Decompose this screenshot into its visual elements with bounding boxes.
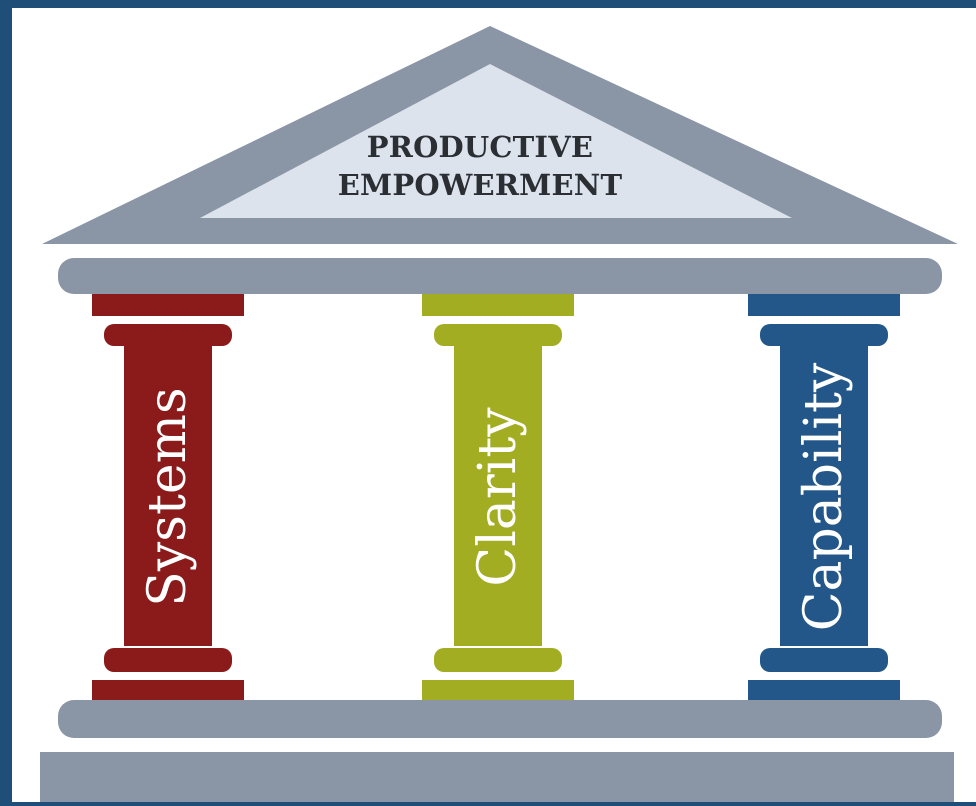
pillar-clarity [422, 294, 574, 702]
foundation-block [40, 752, 954, 802]
title-line-1: PRODUCTIVE [366, 130, 594, 164]
pillar-systems-base-ring [104, 648, 232, 672]
pillar-clarity-shaft [454, 346, 542, 646]
pillar-capability [748, 294, 900, 702]
roof-inner-panel [200, 64, 792, 218]
pillar-clarity-base [422, 680, 574, 702]
pillar-label-clarity: Clarity [468, 407, 528, 587]
pillar-clarity-cap-ring [434, 324, 562, 346]
pediment-title: PRODUCTIVE EMPOWERMENT [330, 128, 630, 204]
pillar-capability-shaft [780, 346, 868, 646]
pillar-capability-cap-ring [760, 324, 888, 346]
pillar-clarity-base-ring [434, 648, 562, 672]
pillar-capability-base-ring [760, 648, 888, 672]
pillar-clarity-cap [422, 294, 574, 316]
stylobate-step [58, 700, 942, 738]
pillar-systems-cap-ring [104, 324, 232, 346]
pillar-label-systems: Systems [138, 387, 198, 607]
title-line-2: EMPOWERMENT [337, 168, 623, 202]
pillar-systems [92, 294, 244, 702]
pillar-systems-cap [92, 294, 244, 316]
entablature-beam [58, 258, 942, 294]
pillar-systems-base [92, 680, 244, 702]
pillar-systems-shaft [124, 346, 212, 646]
pillar-label-capability: Capability [794, 362, 854, 632]
pillar-capability-cap [748, 294, 900, 316]
pillar-capability-base [748, 680, 900, 702]
